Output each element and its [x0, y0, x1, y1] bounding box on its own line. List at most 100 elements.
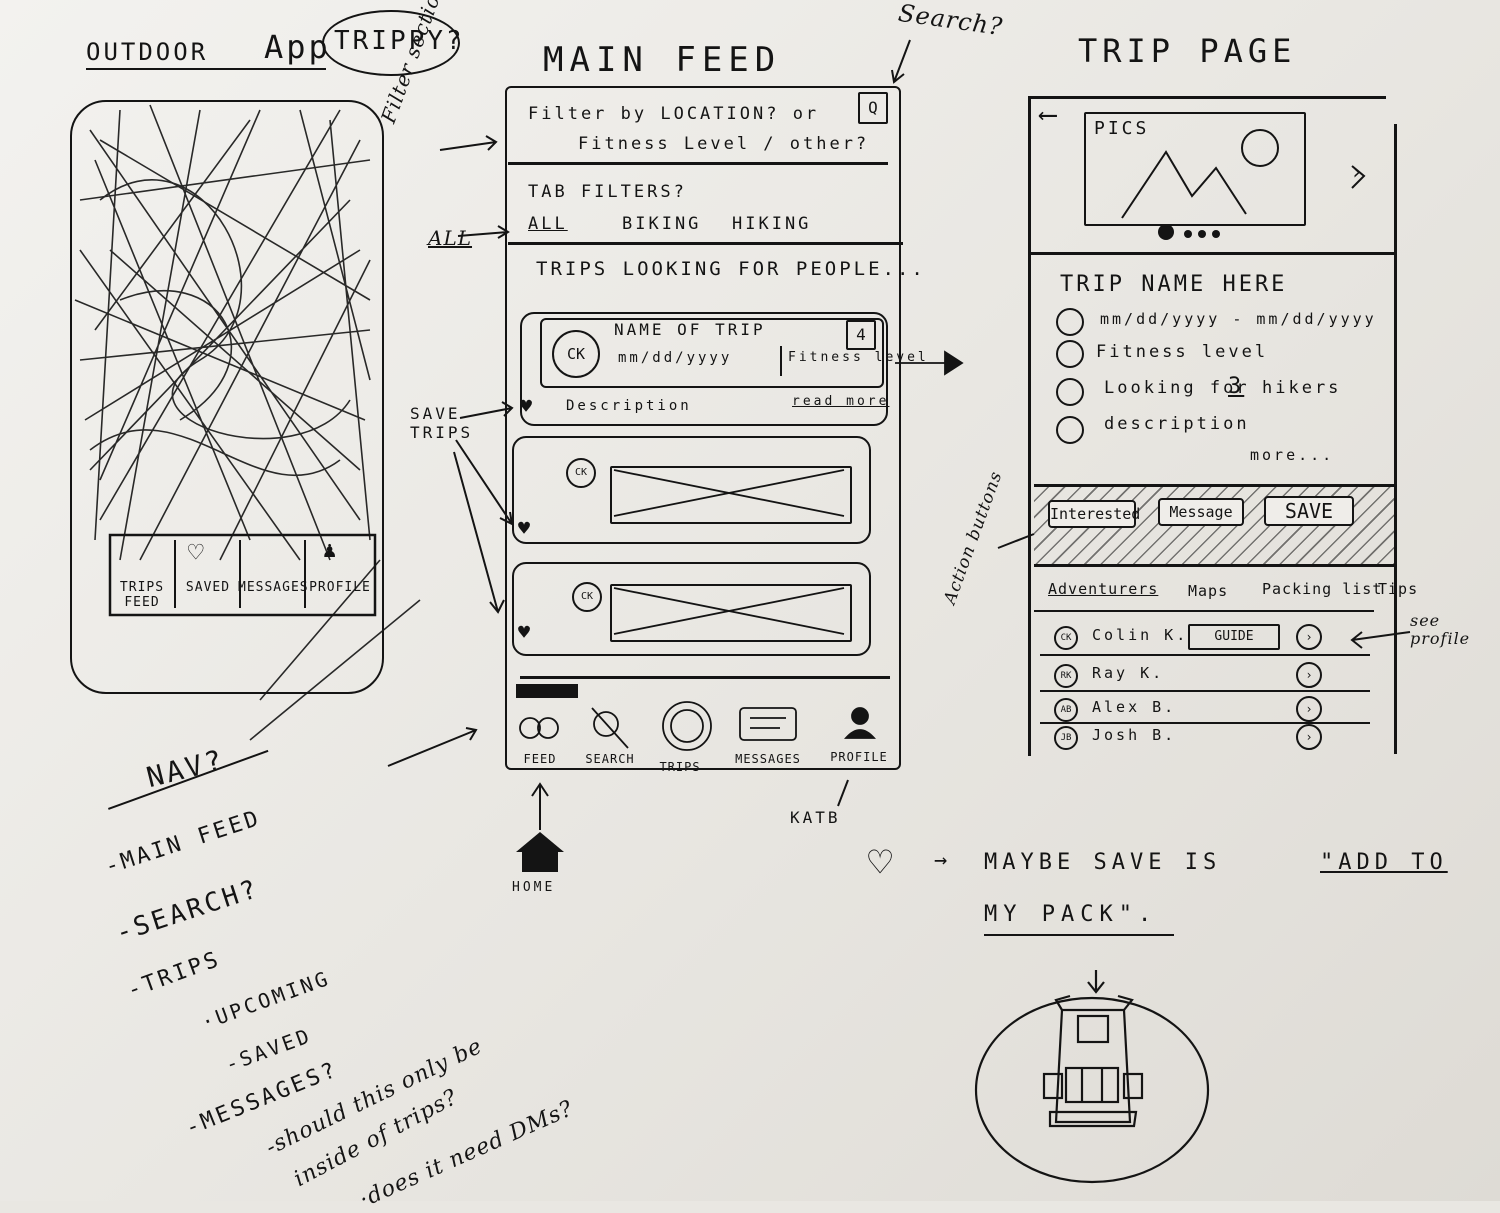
nav-search[interactable]: SEARCH [585, 752, 635, 766]
tab-adventurers[interactable]: Adventurers [1048, 580, 1159, 598]
guide-badge: GUIDE [1188, 624, 1280, 650]
heart-outline-icon: ♡ [868, 840, 893, 886]
trip-card-read-more[interactable]: read more [792, 394, 890, 409]
trip-page-heading: TRIP PAGE [1078, 32, 1297, 70]
back-arrow-icon[interactable]: ⟵ [1040, 100, 1056, 130]
trip-card-avatar[interactable]: CK [552, 330, 600, 378]
title-app: App [264, 28, 331, 66]
nav-messages[interactable]: MESSAGES [735, 752, 801, 766]
action-band-top [1034, 484, 1394, 487]
adventurer-row[interactable]: AB Alex B. › [1040, 694, 1380, 724]
tab-tips[interactable]: Tips [1378, 580, 1419, 598]
trip-right-border [1394, 124, 1397, 754]
see-profile-icon[interactable]: › [1296, 624, 1322, 650]
adventurer-row[interactable]: CK Colin K. GUIDE › [1040, 622, 1380, 652]
see-profile-icon[interactable]: › [1296, 724, 1322, 750]
save-button[interactable]: SAVE [1264, 496, 1354, 526]
note-maybe-save: MAYBE SAVE IS [984, 850, 1222, 875]
tab-filters-label: TAB FILTERS? [528, 182, 687, 202]
trip-card-description: Description [566, 398, 692, 414]
adventurer-name: Colin K. [1092, 626, 1189, 644]
card-meta-divider [780, 346, 782, 376]
trip-card[interactable] [512, 436, 871, 544]
title-underline [86, 68, 326, 70]
note-add-to: "ADD TO [1320, 850, 1448, 875]
trip-more-link[interactable]: more... [1250, 446, 1335, 464]
next-arrow-icon[interactable]: › [1350, 160, 1364, 185]
adventurer-name: Ray K. [1092, 664, 1165, 682]
left-nav-messages[interactable]: MESSAGES [238, 580, 309, 595]
see-profile-icon[interactable]: › [1296, 662, 1322, 688]
tabs-divider [508, 242, 903, 245]
main-feed-phone [505, 86, 901, 770]
tab-packing-list[interactable]: Packing list [1262, 580, 1383, 598]
pics-label: PICS [1094, 118, 1150, 139]
nav-profile[interactable]: PROFILE [830, 750, 888, 764]
main-feed-heading: MAIN FEED [543, 40, 782, 80]
action-band-bottom [1034, 564, 1394, 567]
photo-carousel[interactable] [1084, 112, 1306, 226]
fitness-icon [1056, 340, 1084, 368]
trip-card-count: 4 [846, 320, 876, 350]
message-button[interactable]: Message [1158, 498, 1244, 526]
save-heart-icon[interactable]: ♥ [518, 620, 531, 644]
tab-biking[interactable]: BIKING [622, 214, 702, 234]
trip-left-border [1028, 96, 1031, 756]
description-icon [1056, 416, 1084, 444]
nav-trips[interactable]: TRIPS [659, 760, 701, 774]
adventurer-row[interactable]: RK Ray K. › [1040, 660, 1380, 690]
filter-line-2[interactable]: Fitness Level / other? [578, 134, 870, 154]
trip-card-header [540, 318, 884, 388]
image-placeholder [610, 584, 852, 642]
interested-button[interactable]: Interested [1048, 500, 1140, 528]
scribbled-phone [70, 100, 384, 694]
all-note: ALL [428, 226, 473, 250]
trip-card[interactable] [520, 312, 888, 426]
save-heart-icon[interactable]: ♥ [520, 394, 533, 418]
section-title: TRIPS LOOKING FOR PEOPLE... [536, 258, 926, 280]
tabs-underline [1034, 610, 1374, 612]
row-divider [1040, 722, 1370, 724]
note-my-pack: MY PACK". [984, 902, 1158, 927]
nav-feed[interactable]: FEED [523, 752, 557, 766]
row-divider [1040, 690, 1370, 692]
count-icon [1056, 378, 1084, 406]
note-underline [984, 934, 1174, 936]
tab-hiking[interactable]: HIKING [732, 214, 812, 234]
trip-date-range: mm/dd/yyyy - mm/dd/yyyy [1100, 310, 1377, 328]
tab-maps[interactable]: Maps [1188, 582, 1229, 600]
trippy-circle [322, 10, 460, 76]
filter-divider [508, 162, 888, 165]
save-heart-icon[interactable]: ♥ [518, 516, 531, 540]
left-nav-profile[interactable]: PROFILE [309, 580, 371, 595]
see-profile-icon[interactable]: › [1296, 696, 1322, 722]
calendar-icon [1056, 308, 1084, 336]
looking-for-prefix: Looking for [1104, 378, 1250, 398]
adventurer-name: Alex B. [1092, 698, 1177, 716]
katb-note: KATB [790, 808, 841, 827]
person-icon: ♟ [323, 538, 337, 563]
search-icon[interactable]: Q [858, 92, 888, 124]
left-nav-saved[interactable]: SAVED [185, 580, 231, 595]
adventurer-row[interactable]: JB Josh B. › [1040, 722, 1380, 752]
trip-name: TRIP NAME HERE [1060, 272, 1288, 297]
filter-line-1[interactable]: Filter by LOCATION? or [528, 104, 820, 124]
trip-card-avatar[interactable]: CK [566, 458, 596, 488]
trip-card-avatar[interactable]: CK [572, 582, 602, 612]
active-tab-indicator [516, 684, 578, 698]
nav-divider [520, 676, 890, 679]
heart-icon: ♡ [188, 538, 204, 568]
adventurer-avatar: CK [1054, 626, 1078, 650]
trip-card[interactable] [512, 562, 871, 656]
tab-all[interactable]: ALL [528, 214, 568, 234]
save-trips-note: SAVE TRIPS [410, 404, 474, 442]
trip-card-name: NAME OF TRIP [614, 320, 766, 339]
adventurer-avatar: JB [1054, 726, 1078, 750]
left-nav-trips-feed[interactable]: TRIPS FEED [119, 580, 165, 610]
row-divider [1040, 654, 1370, 656]
